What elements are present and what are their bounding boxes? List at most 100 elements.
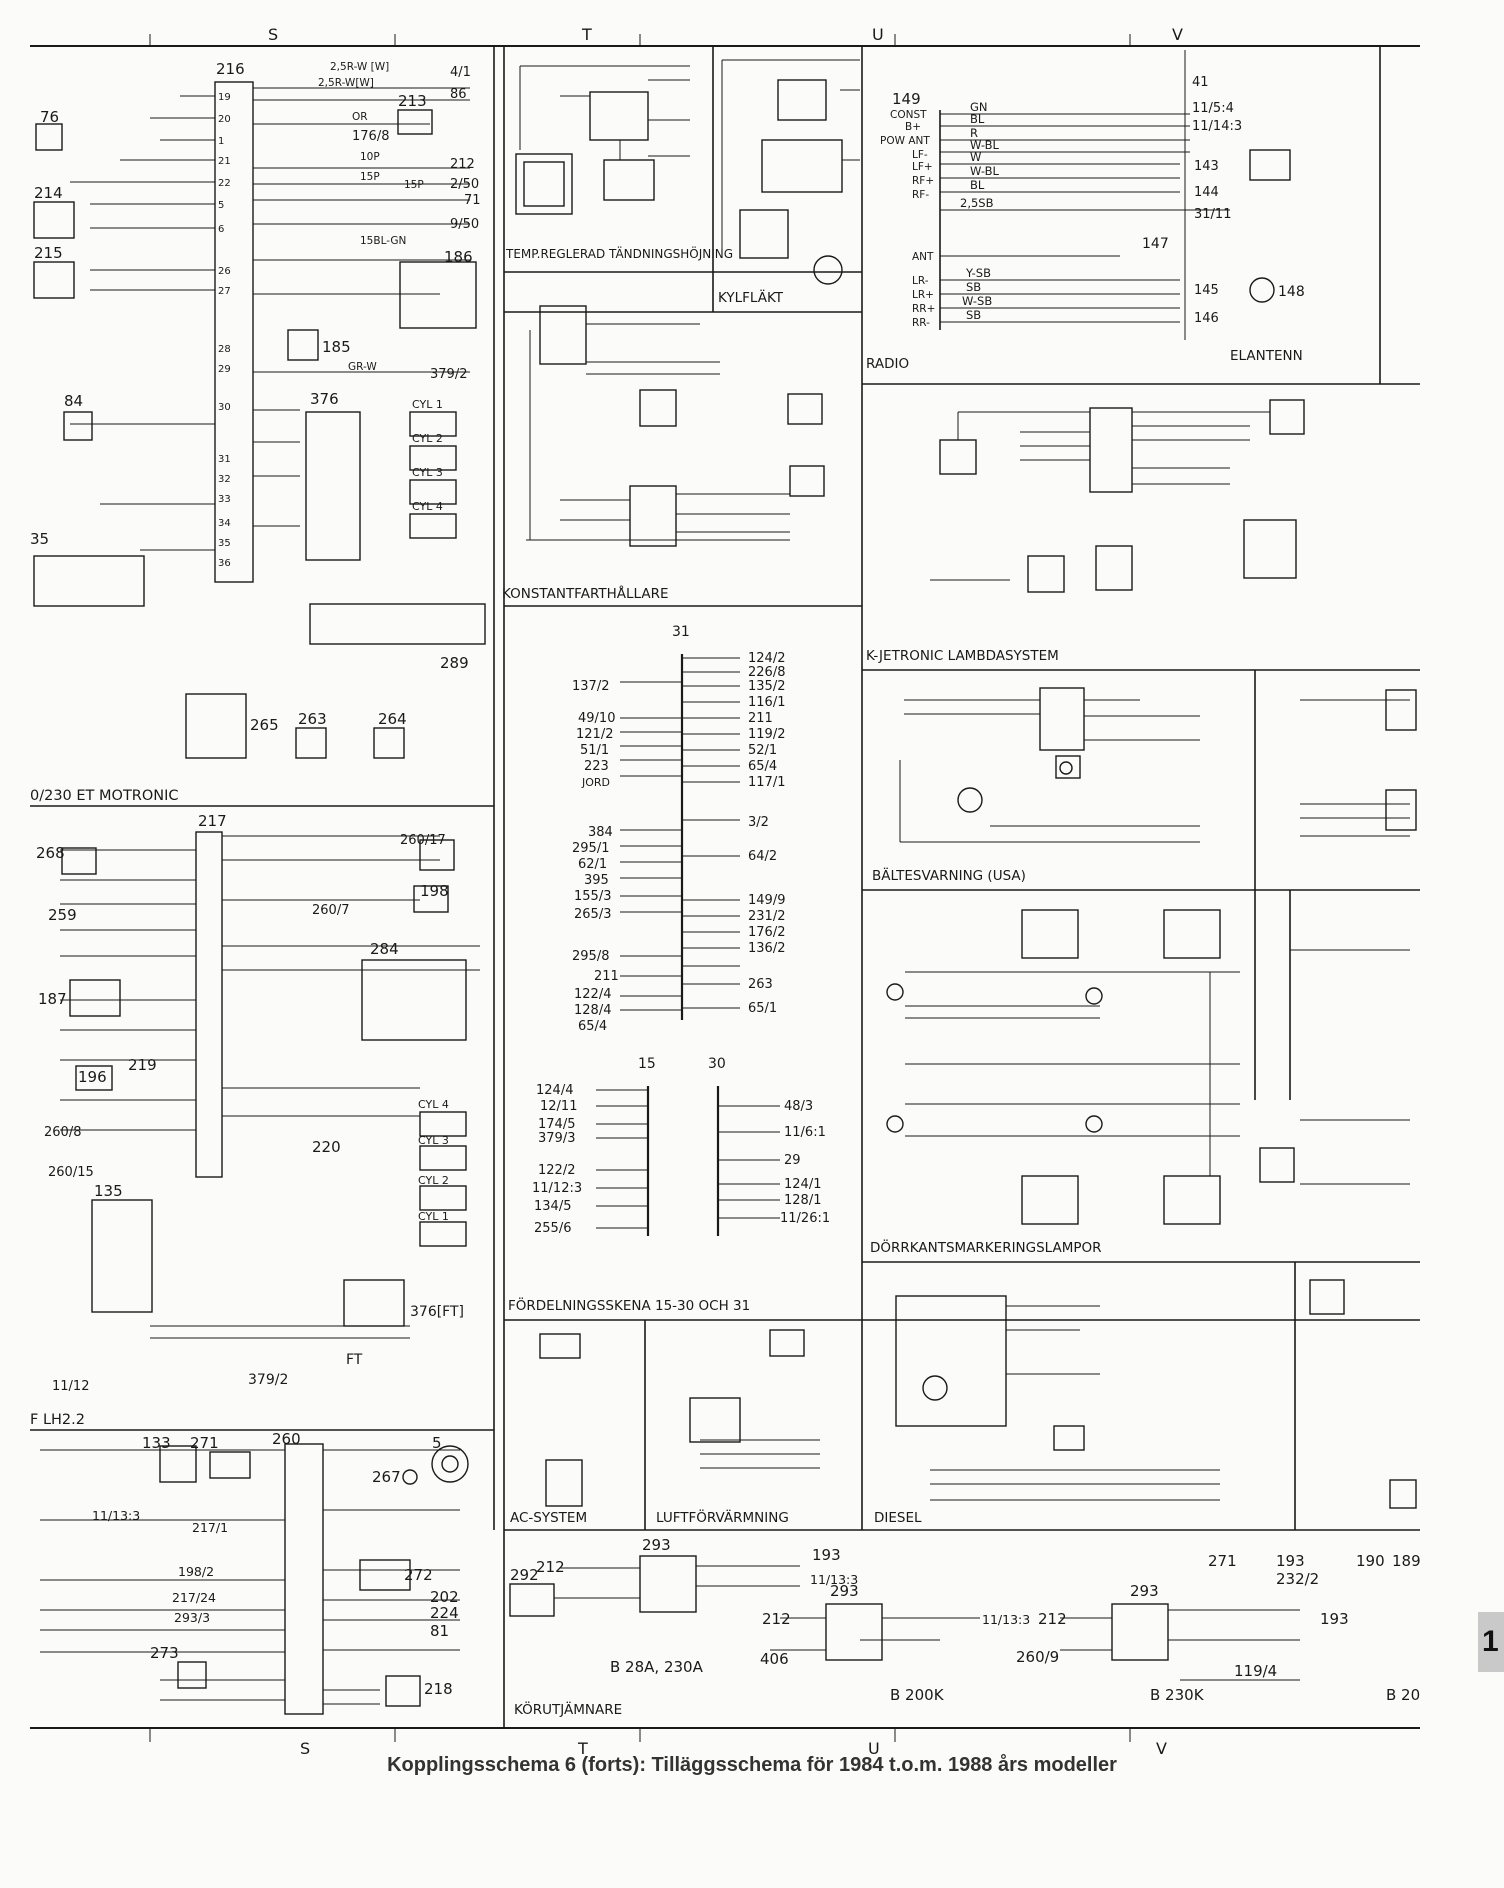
wire-color: SB — [966, 280, 981, 294]
radio-pin: LR- — [912, 275, 929, 287]
ecu216-pin: 32 — [218, 474, 231, 485]
panel-title-b230: B 230K — [1150, 1686, 1205, 1704]
radio-pin: RR- — [912, 317, 930, 329]
panel-title-elantenn: ELANTENN — [1230, 348, 1303, 364]
cylinder-label: CYL 1 — [412, 398, 443, 411]
part-263: 263 — [298, 710, 327, 728]
ref-31-right: 176/2 — [748, 925, 785, 940]
ref-198-2: 198/2 — [178, 1564, 214, 1579]
ref-31-left: 65/4 — [578, 1019, 607, 1034]
wire-target: 11/5:4 — [1192, 101, 1234, 116]
part-289: 289 — [440, 654, 469, 672]
part-284: 284 — [370, 940, 399, 958]
ecu216-parts: 76 214 215 84 35 213 186 185 376 289 263… — [30, 92, 473, 734]
ref-212-a: 212 — [536, 1558, 565, 1576]
radio-labels: 149 CONST B+ POW ANT LF- LF+ RF+ RF- ANT… — [880, 75, 1305, 329]
ref-31-right: 149/9 — [748, 893, 785, 908]
part-293-b: 293 — [830, 1582, 859, 1600]
ref-31-right: 231/2 — [748, 909, 785, 924]
grid-col-bottom-t: T — [577, 1739, 588, 1758]
wire-color: Y-SB — [965, 266, 991, 280]
ecu217-id: 217 — [198, 812, 227, 830]
wire-color: GN — [970, 100, 988, 114]
ref-31-left: 295/8 — [572, 949, 609, 964]
ref-293-3: 293/3 — [174, 1610, 210, 1625]
wire-target: 9/50 — [450, 217, 479, 232]
wire-target: 11/14:3 — [1192, 119, 1242, 134]
ref-31-right: 135/2 — [748, 679, 785, 694]
ref-30: 48/3 — [784, 1099, 813, 1114]
part-35: 35 — [30, 530, 49, 548]
ref-31-left: 265/3 — [574, 907, 611, 922]
ref-260-15: 260/15 — [48, 1165, 94, 1180]
panel-title-baltes: BÄLTESVARNING (USA) — [872, 866, 1026, 884]
ref-31-right: 64/2 — [748, 849, 777, 864]
ecu216-pin: 31 — [218, 454, 231, 465]
ecu216-pin: 5 — [218, 200, 224, 211]
part-376: 376 — [310, 390, 339, 408]
ecu216-pin: 20 — [218, 114, 231, 125]
panel-title-radio: RADIO — [866, 356, 909, 372]
ecu217-labels: 217 268 259 187 196 135 219 220 284 198 … — [36, 812, 464, 1394]
part-84: 84 — [64, 392, 83, 410]
panel-title-b20: B 20 — [1386, 1686, 1420, 1704]
panel-title-b200: B 200K — [890, 1686, 945, 1704]
ref-189: 189 — [1392, 1552, 1421, 1570]
part-376-ft: 376[FT] — [410, 1304, 464, 1320]
ref-31-left: 211 — [594, 969, 619, 984]
radio-pin: B+ — [905, 121, 921, 133]
ref-31-left: 295/1 — [572, 841, 609, 856]
ref-15: 174/5 — [538, 1117, 575, 1132]
ref-31-right: 211 — [748, 711, 773, 726]
part-219: 219 — [128, 1056, 157, 1074]
radio-pin: LF+ — [912, 161, 933, 173]
radio-wire-targets: 41 11/14:3 11/5:4 143 144 31/11 145 146 — [1192, 75, 1242, 326]
ref-15: 124/4 — [536, 1083, 573, 1098]
ref-271: 271 — [1208, 1552, 1237, 1570]
ref-15: 134/5 — [534, 1199, 571, 1214]
ecu216-pin: 30 — [218, 402, 231, 413]
part-224: 224 — [430, 1604, 459, 1622]
radio-pin: RF- — [912, 189, 929, 201]
ref-31-left: 395 — [584, 873, 609, 888]
wire-color: W — [970, 150, 981, 164]
panel-title-motronic: 0/230 ET MOTRONIC — [30, 788, 179, 804]
ref-30: 124/1 — [784, 1177, 821, 1192]
wire-color: GR-W — [348, 361, 377, 373]
wire-target: 379/2 — [430, 367, 467, 382]
ref-31-right: 124/2 — [748, 651, 785, 666]
part-147: 147 — [1142, 236, 1169, 252]
ref-31-right: 263 — [748, 977, 773, 992]
busbar-30: 30 — [708, 1056, 726, 1072]
ref-193-a: 193 — [812, 1546, 841, 1564]
ref-31-right: 117/1 — [748, 775, 785, 790]
ref-31-right: 65/1 — [748, 1001, 777, 1016]
ref-31-left: 51/1 — [580, 743, 609, 758]
part-214: 214 — [34, 184, 63, 202]
grid-col-bottom-u: U — [868, 1739, 880, 1758]
ref-30: 11/6:1 — [784, 1125, 826, 1140]
radio-pin: POW ANT — [880, 135, 930, 147]
busbar-15: 15 — [638, 1056, 656, 1072]
ref-31-left: 128/4 — [574, 1003, 611, 1018]
lh22-labels: 133 271 260 267 5 272 202 224 81 218 273… — [92, 1430, 459, 1698]
part-271: 271 — [190, 1434, 219, 1452]
grid-col-top-u: U — [872, 25, 884, 44]
figure-caption: Kopplingsschema 6 (forts): Tilläggsschem… — [387, 1754, 1117, 1776]
wire-target: 143 — [1194, 159, 1219, 174]
ecu216-pin: 29 — [218, 364, 231, 375]
refs-31-right: 124/2 226/8 135/2 116/1 211 119/2 52/1 6… — [748, 651, 785, 1016]
wire-color: W-SB — [962, 294, 992, 308]
ref-31-left: 137/2 — [572, 679, 609, 694]
radio-pin: RF+ — [912, 175, 934, 187]
ref-11-12: 11/12 — [52, 1379, 89, 1394]
grid-col-top-s: S — [268, 25, 278, 44]
part-265: 265 — [250, 716, 279, 734]
cylinder-label: CYL 3 — [418, 1134, 449, 1147]
ref-260-8: 260/8 — [44, 1125, 81, 1140]
ecu216-pin: 35 — [218, 538, 231, 549]
ecu216-pin: 28 — [218, 344, 231, 355]
ref-31-left: 384 — [588, 825, 613, 840]
ecu216-pin: 21 — [218, 156, 231, 167]
